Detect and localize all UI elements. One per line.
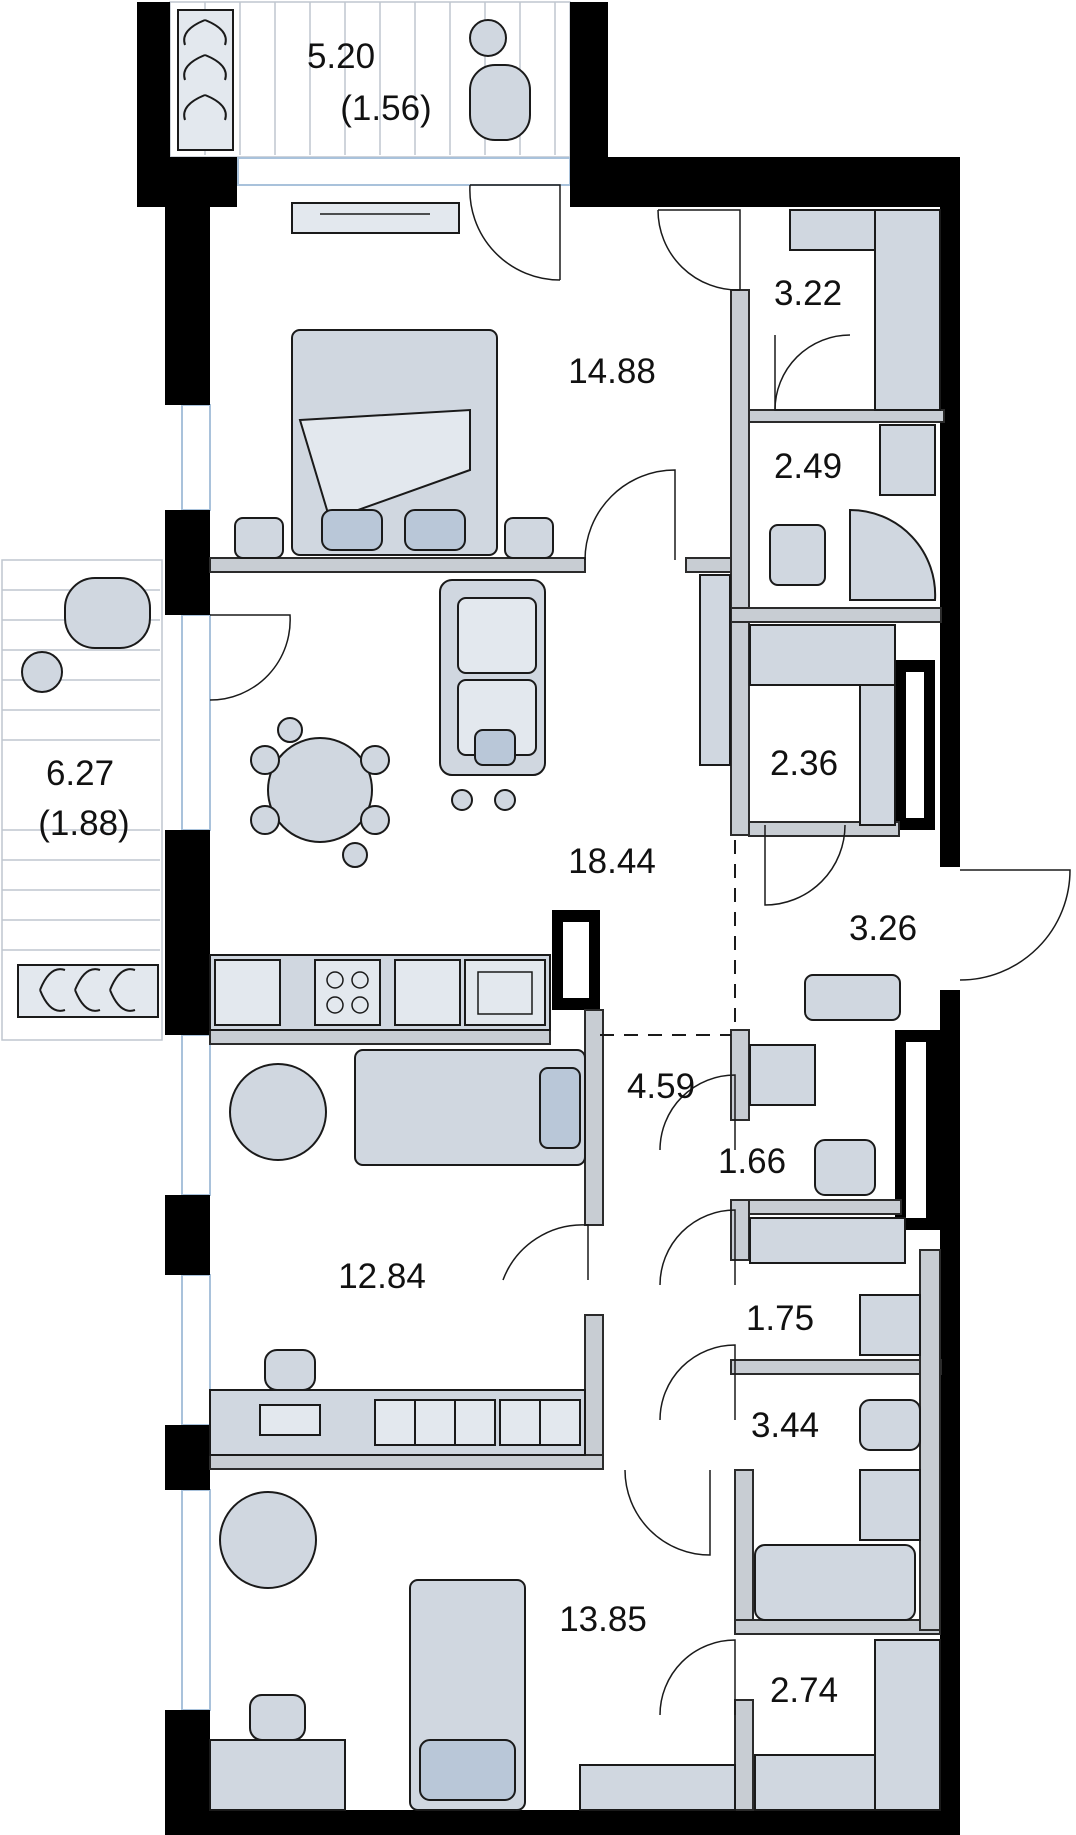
plant-icon xyxy=(177,9,234,151)
bedroom-mid-furniture xyxy=(209,1049,586,1456)
lounge-chair-icon xyxy=(21,577,151,693)
balcony-left-area: 6.27 xyxy=(46,754,114,793)
bedroom-bottom-furniture xyxy=(209,1491,736,1811)
tv-icon xyxy=(291,202,460,234)
wardrobe-mid-furniture xyxy=(749,624,896,826)
balcony-top xyxy=(169,1,571,158)
room-area-wardrobe-top: 3.22 xyxy=(774,274,842,313)
balcony-left xyxy=(1,559,163,1041)
wardrobe-bottom-furniture xyxy=(754,1639,941,1811)
bed-double-icon xyxy=(234,329,554,559)
kitchen-counter-icon xyxy=(209,954,551,1031)
room-area-living-kitchen: 18.44 xyxy=(568,842,656,881)
room-area-wc: 1.66 xyxy=(718,1142,786,1181)
room-area-bedroom-mid: 12.84 xyxy=(338,1257,426,1296)
room-area-bathroom-bottom: 3.44 xyxy=(751,1406,819,1445)
room-area-wardrobe-bottom: 2.74 xyxy=(770,1671,838,1710)
room-area-bathroom-top: 2.49 xyxy=(774,447,842,486)
balcony-top-area-coef: (1.56) xyxy=(340,89,431,128)
wardrobe-top-furniture xyxy=(789,209,941,411)
sofa-icon xyxy=(439,579,546,811)
room-area-corridor: 4.59 xyxy=(627,1067,695,1106)
plant-icon xyxy=(17,964,159,1018)
area-labels: 5.20 (1.56) 6.27 (1.88) 14.88 3.22 2.49 … xyxy=(38,37,917,1710)
outer-walls xyxy=(137,2,960,1835)
bathroom-top-furniture xyxy=(769,424,937,601)
wc-furniture xyxy=(749,1044,876,1196)
lounge-chair-icon xyxy=(469,19,531,141)
laundry-furniture xyxy=(749,1217,921,1356)
room-area-wardrobe-mid: 2.36 xyxy=(770,744,838,783)
dining-table-icon xyxy=(250,717,390,868)
balcony-top-area: 5.20 xyxy=(307,37,375,76)
door-swings xyxy=(209,184,1071,1716)
balcony-left-area-coef: (1.88) xyxy=(38,804,129,843)
room-area-bedroom-main: 14.88 xyxy=(568,352,656,391)
room-area-bedroom-bottom: 13.85 xyxy=(559,1600,647,1639)
hall-furniture xyxy=(699,574,901,1021)
room-area-laundry: 1.75 xyxy=(746,1299,814,1338)
room-area-entrance-hall: 3.26 xyxy=(849,909,917,948)
bathroom-bottom-furniture xyxy=(754,1399,921,1621)
